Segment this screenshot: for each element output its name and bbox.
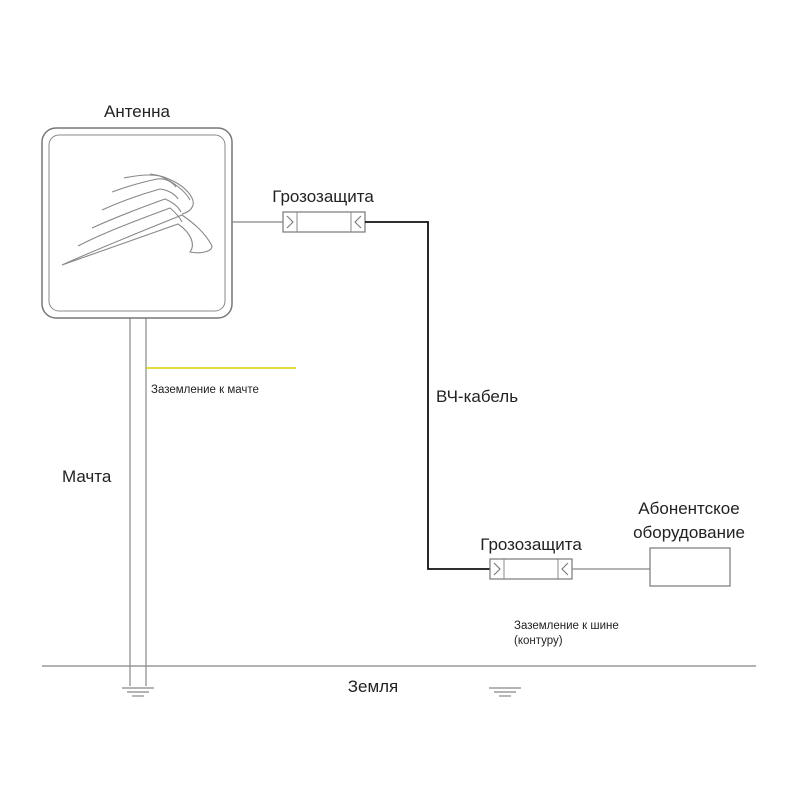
ground-wire-to-mast bbox=[146, 232, 297, 369]
subscriber-equipment-label-line2: оборудование bbox=[633, 523, 745, 542]
ground-symbol-icon bbox=[489, 687, 521, 697]
chevron-right-icon bbox=[286, 215, 294, 229]
earth-label: Земля bbox=[348, 677, 399, 696]
ground-to-bus-label-line1: Заземление к шине bbox=[514, 620, 619, 632]
chevron-right-icon bbox=[493, 562, 501, 576]
ground-to-mast-label: Заземление к мачте bbox=[151, 384, 259, 396]
arrester-top bbox=[282, 211, 366, 233]
arrester-bottom-label: Грозозащита bbox=[480, 535, 582, 554]
antenna-label: Антенна bbox=[104, 102, 171, 121]
rf-cable bbox=[365, 221, 490, 570]
arrester-top-label: Грозозащита bbox=[272, 187, 374, 206]
subscriber-equipment-label-line1: Абонентское bbox=[638, 499, 739, 518]
mast bbox=[129, 316, 147, 686]
mast-label: Мачта bbox=[62, 467, 112, 486]
chevron-left-icon bbox=[561, 562, 569, 576]
ground-symbol-icon bbox=[122, 687, 154, 697]
sail-logo-icon bbox=[61, 173, 213, 266]
arrester-bottom bbox=[489, 558, 573, 580]
antenna-panel bbox=[41, 127, 233, 319]
rf-cable-label: ВЧ-кабель bbox=[436, 387, 518, 406]
chevron-left-icon bbox=[354, 215, 362, 229]
ground-to-bus-label-line2: (контуру) bbox=[514, 635, 563, 647]
subscriber-equipment-box bbox=[649, 547, 731, 587]
